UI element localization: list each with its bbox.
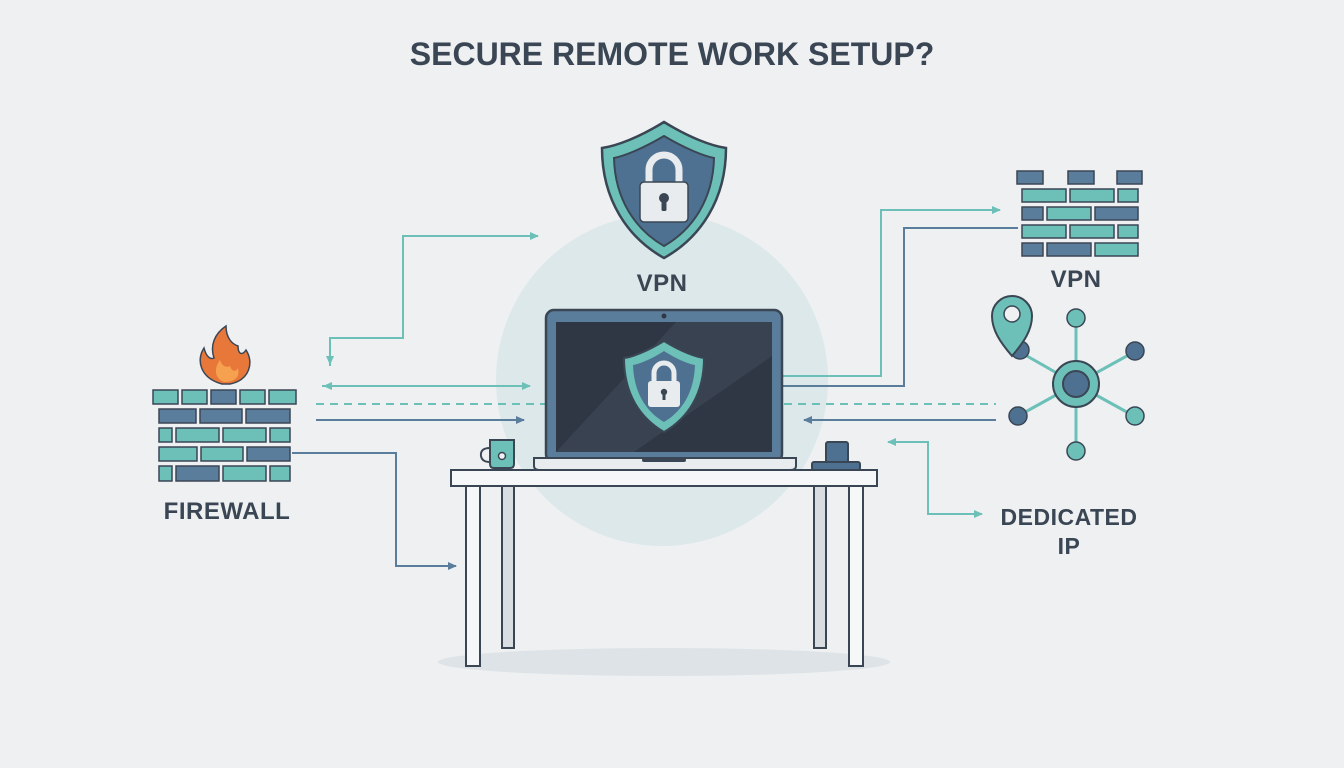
desk: [450, 469, 878, 667]
connector-right-vpn-blue: [757, 227, 1018, 390]
vpn-label: VPN: [636, 270, 688, 297]
location-pin-network-icon: [990, 295, 1145, 461]
connector-right-vpn-teal: [766, 206, 1001, 377]
desk-shadow: [438, 648, 890, 676]
shield-lock-icon: [600, 120, 728, 260]
connector-right-ip: [887, 438, 980, 515]
flame-brick-wall-icon: [152, 324, 297, 482]
vpn-wall-label: VPN: [1050, 266, 1102, 293]
connectors: [292, 206, 1018, 570]
dedicated-ip-label: DEDICATED IP: [990, 503, 1148, 561]
laptop-shield-lock-icon: [622, 339, 706, 434]
dedicated-ip-label-line2: IP: [1057, 533, 1081, 559]
firewall-label: FIREWALL: [163, 498, 291, 525]
connector-firewall-desk: [292, 452, 457, 570]
brick-wall-icon: [1016, 170, 1143, 257]
desk-device-icon: [811, 441, 861, 471]
page-title: SECURE REMOTE WORK SETUP?: [409, 36, 935, 72]
dedicated-ip-label-line1: DEDICATED: [1000, 504, 1138, 530]
coffee-mug-icon: [479, 439, 515, 469]
